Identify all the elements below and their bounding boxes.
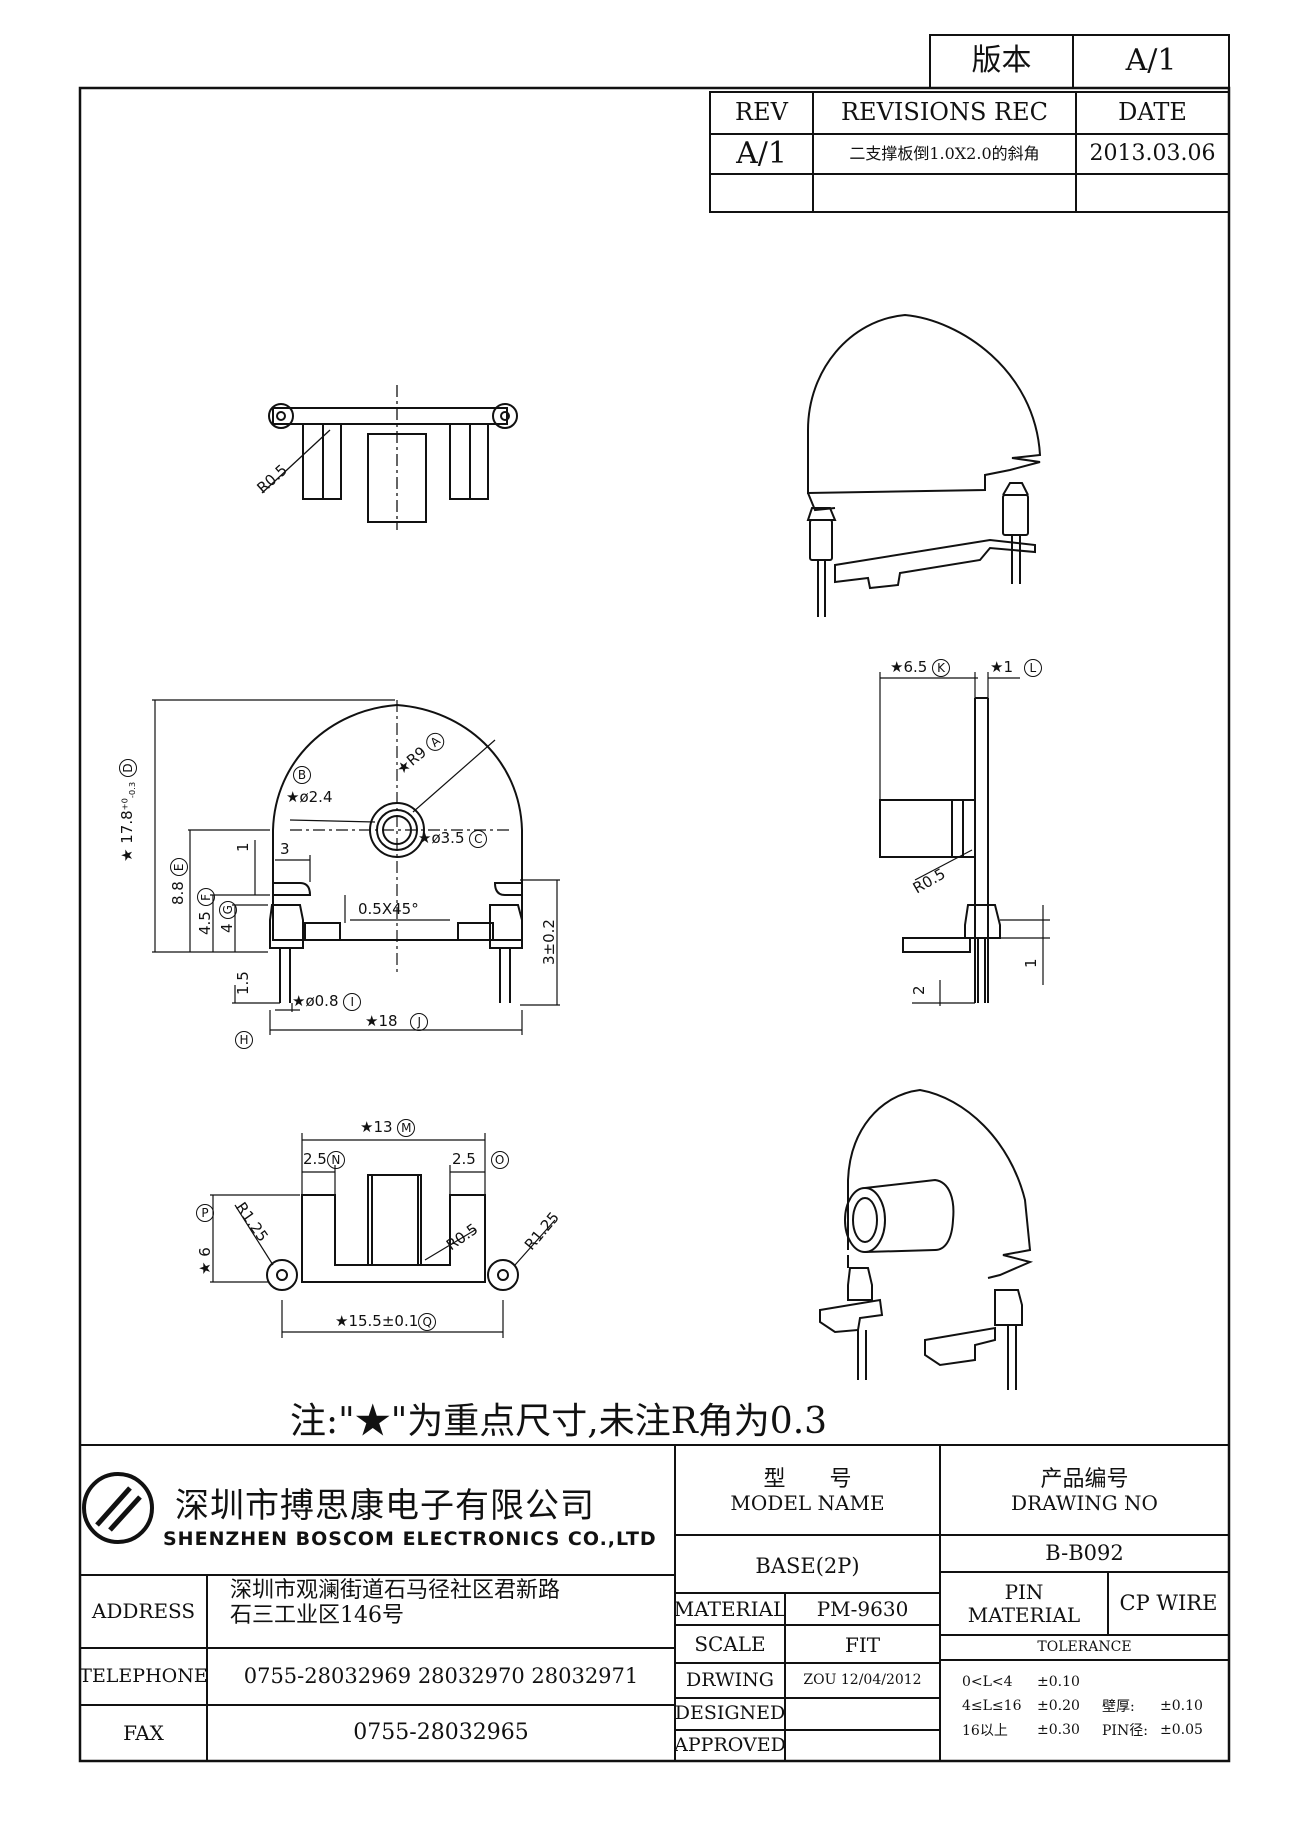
rev-header: REV (735, 98, 788, 127)
fax-label: FAX (123, 1720, 164, 1745)
scale-label: SCALE (694, 1631, 766, 1656)
drawing-no-label: 产品编号 DRAWING NO (1011, 1466, 1158, 1516)
address-line-2: 石三工业区146号 (230, 1603, 404, 1629)
tolerance-row: 0<L<4 ±0.10 (962, 1674, 1080, 1690)
tolerance-table: 0<L<4 ±0.10 4≤L≤16 ±0.20 壁厚: ±0.10 16以上 … (962, 1670, 1224, 1742)
dim-l: ★1 L (990, 658, 1042, 677)
balloon-g: G (219, 900, 237, 919)
material-value: PM-9630 (816, 1596, 909, 1621)
dim-chamfer: 0.5X45° (358, 900, 419, 918)
balloon-j: J (410, 1013, 429, 1031)
pin-material-value: CP WIRE (1119, 1591, 1218, 1616)
revision-date: 2013.03.06 (1089, 141, 1216, 167)
balloon-m: M (397, 1119, 416, 1137)
address-value: 深圳市观澜街道石马径社区君新路 石三工业区146号 (230, 1578, 670, 1648)
tolerance-row: 4≤L≤16 ±0.20 壁厚: ±0.10 (962, 1698, 1203, 1715)
dim-o: 2.5 O (452, 1150, 509, 1169)
drawing-no-value: B-B092 (1045, 1541, 1124, 1566)
revision-description: 二支撑板倒1.0X2.0的斜角 (849, 143, 1040, 163)
material-label: MATERIAL (673, 1596, 787, 1621)
tolerance-row: 16以上 ±0.30 PIN径: ±0.05 (962, 1722, 1203, 1739)
designed-label: DESIGNED (674, 1702, 786, 1725)
balloon-q: Q (418, 1313, 437, 1331)
dim-f: 4.5 F (196, 888, 215, 935)
dim-d: ★ 17.8+0-0.3 D (118, 759, 137, 862)
balloon-h: H (235, 1031, 253, 1049)
balloon-o: O (490, 1151, 509, 1169)
address-label: ADDRESS (91, 1599, 196, 1623)
balloon-d: D (119, 759, 137, 778)
dim-one: 1 (234, 842, 252, 852)
dim-h: H (235, 1030, 253, 1049)
balloon-l: L (1023, 659, 1042, 677)
approved-label: APPROVED (674, 1733, 786, 1756)
scale-value: FIT (844, 1633, 881, 1657)
address-line-1: 深圳市观澜街道石马径社区君新路 (230, 1578, 561, 1603)
company-name-cn: 深圳市搏思康电子有限公司 (175, 1486, 595, 1526)
dim-e: 8.8 E (169, 858, 188, 905)
dim-three: 3 (280, 840, 290, 858)
drawing-note: 注:"★"为重点尺寸,未注R角为0.3 (290, 1401, 828, 1442)
dim-c: ★ø3.5 C (418, 829, 488, 848)
dim-p-value: ★ 6 (196, 1247, 214, 1275)
telephone-value: 0755-28032969 28032970 28032971 (243, 1664, 639, 1689)
dim-height-tol: 3±0.2 (540, 919, 558, 965)
pin-material-label: PIN MATERIAL (967, 1579, 1081, 1627)
company-name-en: SHENZHEN BOSCOM ELECTRONICS CO.,LTD (163, 1528, 657, 1550)
fax-value: 0755-28032965 (353, 1720, 529, 1746)
date-header: DATE (1118, 98, 1187, 127)
telephone-label: TELEPHONE (79, 1664, 208, 1687)
dim-m: ★13 M (360, 1118, 416, 1137)
dim-i: ★ø0.8 I (292, 992, 362, 1011)
version-label: 版本 (971, 43, 1032, 79)
sheet-frame (78, 86, 1231, 1763)
dim-k: ★6.5 K (890, 658, 951, 677)
drwing-value: ZOU 12/04/2012 (803, 1672, 922, 1689)
dim-h-value: 1.5 (234, 971, 252, 995)
company-logo-icon (82, 1472, 154, 1544)
dim-b-value: ★ø2.4 (286, 788, 333, 806)
tolerance-label: TOLERANCE (1037, 1639, 1132, 1656)
dim-j: ★18 J (365, 1012, 429, 1031)
top-view (261, 385, 518, 530)
balloon-n: N (326, 1151, 345, 1169)
side-view (879, 672, 1050, 1006)
model-name-value: BASE(2P) (755, 1554, 860, 1579)
balloon-b: B (293, 766, 311, 784)
side-dim-one: 1 (1022, 958, 1040, 968)
side-dim-two: 2 (910, 985, 928, 995)
version-value: A/1 (1125, 43, 1177, 79)
revisions-rec-header: REVISIONS REC (840, 98, 1049, 127)
balloon-f: F (197, 888, 215, 907)
isometric-view-upper (806, 313, 1042, 617)
model-name-label: 型 号 MODEL NAME (730, 1466, 885, 1516)
balloon-p: P (196, 1204, 214, 1222)
isometric-view-lower (819, 1088, 1034, 1390)
rev-value: A/1 (736, 135, 787, 171)
front-view (152, 699, 560, 1035)
dim-p: P (196, 1203, 214, 1222)
drwing-label: DRWING (686, 1668, 774, 1691)
title-block-lines (80, 1444, 1229, 1761)
dim-b: B (293, 765, 311, 784)
balloon-k: K (932, 659, 951, 677)
balloon-c: C (469, 830, 488, 848)
balloon-e: E (170, 858, 188, 877)
balloon-i: I (343, 993, 362, 1011)
dim-g: 4 G (218, 900, 237, 933)
